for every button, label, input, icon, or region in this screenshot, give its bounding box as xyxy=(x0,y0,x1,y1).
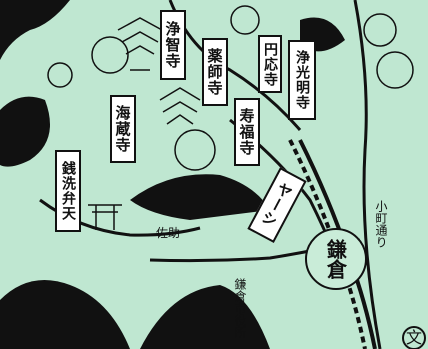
hill-bottom-center xyxy=(140,285,270,349)
hill-left-mid xyxy=(0,96,50,167)
jokomyo-ji-label: 浄光明寺 xyxy=(288,40,316,120)
torii xyxy=(88,204,122,230)
hill-bottom-left xyxy=(0,280,130,349)
kamakura-station-stamp: 鎌倉 xyxy=(305,228,367,290)
zeniarai-benten-label: 銭洗弁天 xyxy=(55,150,81,232)
entsu-ji-label: 円応寺 xyxy=(258,35,282,93)
sasuke-label: 佐助 xyxy=(156,226,181,240)
kakuon-ji-label: 薬師寺 xyxy=(202,38,228,106)
tree xyxy=(230,5,260,35)
pagoda-center xyxy=(159,87,201,125)
tree xyxy=(376,51,414,89)
tree xyxy=(174,129,216,171)
tree xyxy=(363,13,397,47)
kaizo-ji-label: 海蔵寺 xyxy=(110,95,136,163)
pagoda-top xyxy=(117,17,163,71)
tree xyxy=(91,36,129,74)
komachi-dori-label: 小町通り xyxy=(374,200,388,248)
road-main-right xyxy=(353,0,382,349)
school-symbol: 文 xyxy=(402,326,426,349)
hill-top-left xyxy=(0,0,70,60)
tree xyxy=(47,62,73,88)
joshi-ji-label: 浄智寺 xyxy=(160,10,186,80)
hill-center xyxy=(130,174,270,220)
jufuku-ji-label: 寿福寺 xyxy=(234,98,260,166)
city-hall-label: 鎌倉市役所 xyxy=(233,278,247,338)
